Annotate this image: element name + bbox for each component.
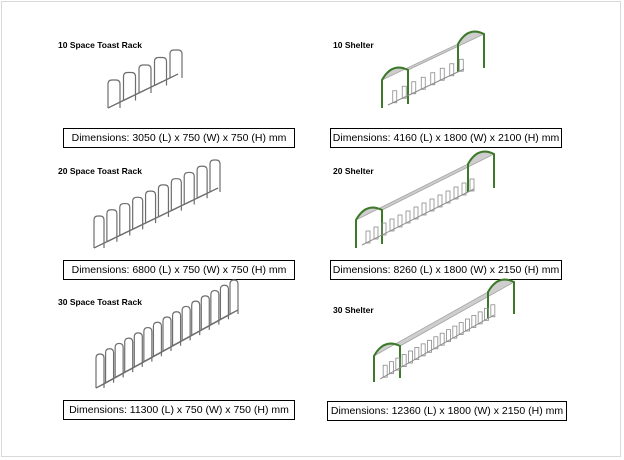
rack10-dimensions-box: Dimensions: 3050 (L) x 750 (W) x 750 (H)… (63, 128, 295, 148)
rack-hoop (119, 202, 131, 236)
rack-hoop (191, 300, 201, 336)
shelter10-image (381, 30, 485, 108)
shelter20-title: 20 Shelter (333, 166, 374, 176)
shelter10-dimensions-box: Dimensions: 4160 (L) x 1800 (W) x 2100 (… (330, 128, 562, 148)
shelter-structure (381, 30, 485, 108)
shelter20-image (355, 150, 495, 248)
rack20-dimensions-box: Dimensions: 6800 (L) x 750 (W) x 750 (H)… (63, 260, 295, 280)
shelter30-image (372, 278, 515, 382)
rack-hoop (170, 178, 182, 211)
rack-hoop (93, 215, 105, 248)
rack-hoop (114, 342, 124, 378)
rack-hoop (210, 289, 220, 325)
rack-hoop (153, 56, 168, 86)
rack-hoop (106, 209, 118, 242)
shelter30-dimensions-box: Dimensions: 12360 (L) x 1800 (W) x 2150 … (327, 401, 567, 421)
rack-hoop (144, 190, 157, 224)
rack-hoop (138, 64, 152, 93)
rack-hoop (171, 311, 182, 346)
rack-hoop (132, 196, 144, 230)
rack-hoop (181, 305, 191, 341)
rack30-title: 30 Space Toast Rack (58, 297, 142, 307)
rack20-image (93, 159, 221, 249)
rack-hoop (196, 165, 208, 199)
rack-hoop (157, 184, 170, 217)
shelter20-dimensions-box: Dimensions: 8260 (L) x 1800 (W) x 2150 (… (330, 260, 562, 280)
rack30-dimensions-box: Dimensions: 11300 (L) x 750 (W) x 750 (H… (63, 400, 295, 420)
rack-hoop (183, 171, 195, 205)
rack-hoop (169, 49, 183, 78)
rack-hoop (143, 326, 153, 362)
rack-frame (93, 159, 221, 249)
rack-frame (107, 49, 183, 109)
rack-hoop (107, 79, 121, 108)
rack-hoop (152, 321, 163, 357)
rack-hoop (95, 353, 105, 388)
rack30-image (95, 279, 239, 389)
rack-hoop (133, 332, 143, 367)
shelter10-title: 10 Shelter (333, 40, 374, 50)
rack-frame (95, 279, 239, 389)
rack10-image (107, 49, 183, 109)
shelter30-title: 30 Shelter (333, 305, 374, 315)
rack-hoop (122, 71, 137, 101)
rack20-title: 20 Space Toast Rack (58, 166, 142, 176)
rack10-title: 10 Space Toast Rack (58, 40, 142, 50)
rack-hoop (229, 279, 239, 314)
shelter-structure (355, 150, 495, 248)
rack-hoop (200, 295, 210, 330)
rack-hoop (104, 348, 115, 383)
rack-hoop (219, 284, 230, 320)
rack-hoop (209, 159, 221, 192)
rack-hoop (162, 316, 172, 351)
shelter-structure (372, 278, 515, 382)
rack-hoop (124, 337, 134, 373)
